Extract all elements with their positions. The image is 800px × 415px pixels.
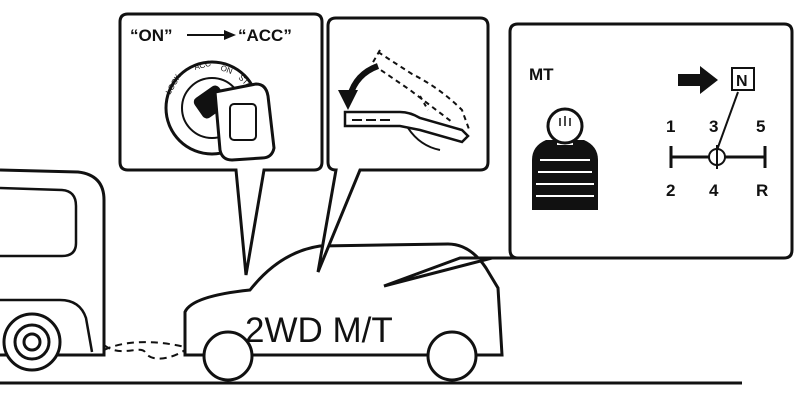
gear-r: R (756, 181, 768, 200)
key-icon (213, 82, 276, 162)
parking-brake-callout (316, 16, 490, 273)
neutral-box (731, 67, 755, 91)
parking-brake-lever-icon (343, 49, 471, 151)
gear-3: 3 (709, 117, 718, 136)
trailer-wheel (2, 312, 62, 372)
ignition-callout: “ON” “ACC” LOCK ACC ON START (118, 12, 324, 276)
svg-text:ACC: ACC (193, 59, 212, 72)
label-on: “ON” (130, 26, 173, 45)
front-wheel (202, 330, 254, 382)
svg-text:ON: ON (219, 63, 234, 76)
vehicle-label: 2WD M/T (245, 311, 393, 350)
shift-pattern: 1 3 5 2 4 R (666, 117, 768, 200)
gear-1: 1 (666, 117, 675, 136)
transmission-callout: MT N 1 3 5 2 4 R (383, 22, 794, 288)
gear-shift-lever-icon (532, 107, 598, 210)
neutral-arrow-icon (678, 66, 718, 94)
gear-2: 2 (666, 181, 675, 200)
tow-rope (103, 344, 186, 360)
mt-label: MT (529, 65, 554, 84)
label-acc: “ACC” (238, 26, 292, 45)
towing-vehicle (0, 168, 106, 372)
gear-5: 5 (756, 117, 765, 136)
gear-4: 4 (709, 181, 719, 200)
neutral-label: N (736, 73, 748, 90)
rear-wheel (426, 330, 478, 382)
